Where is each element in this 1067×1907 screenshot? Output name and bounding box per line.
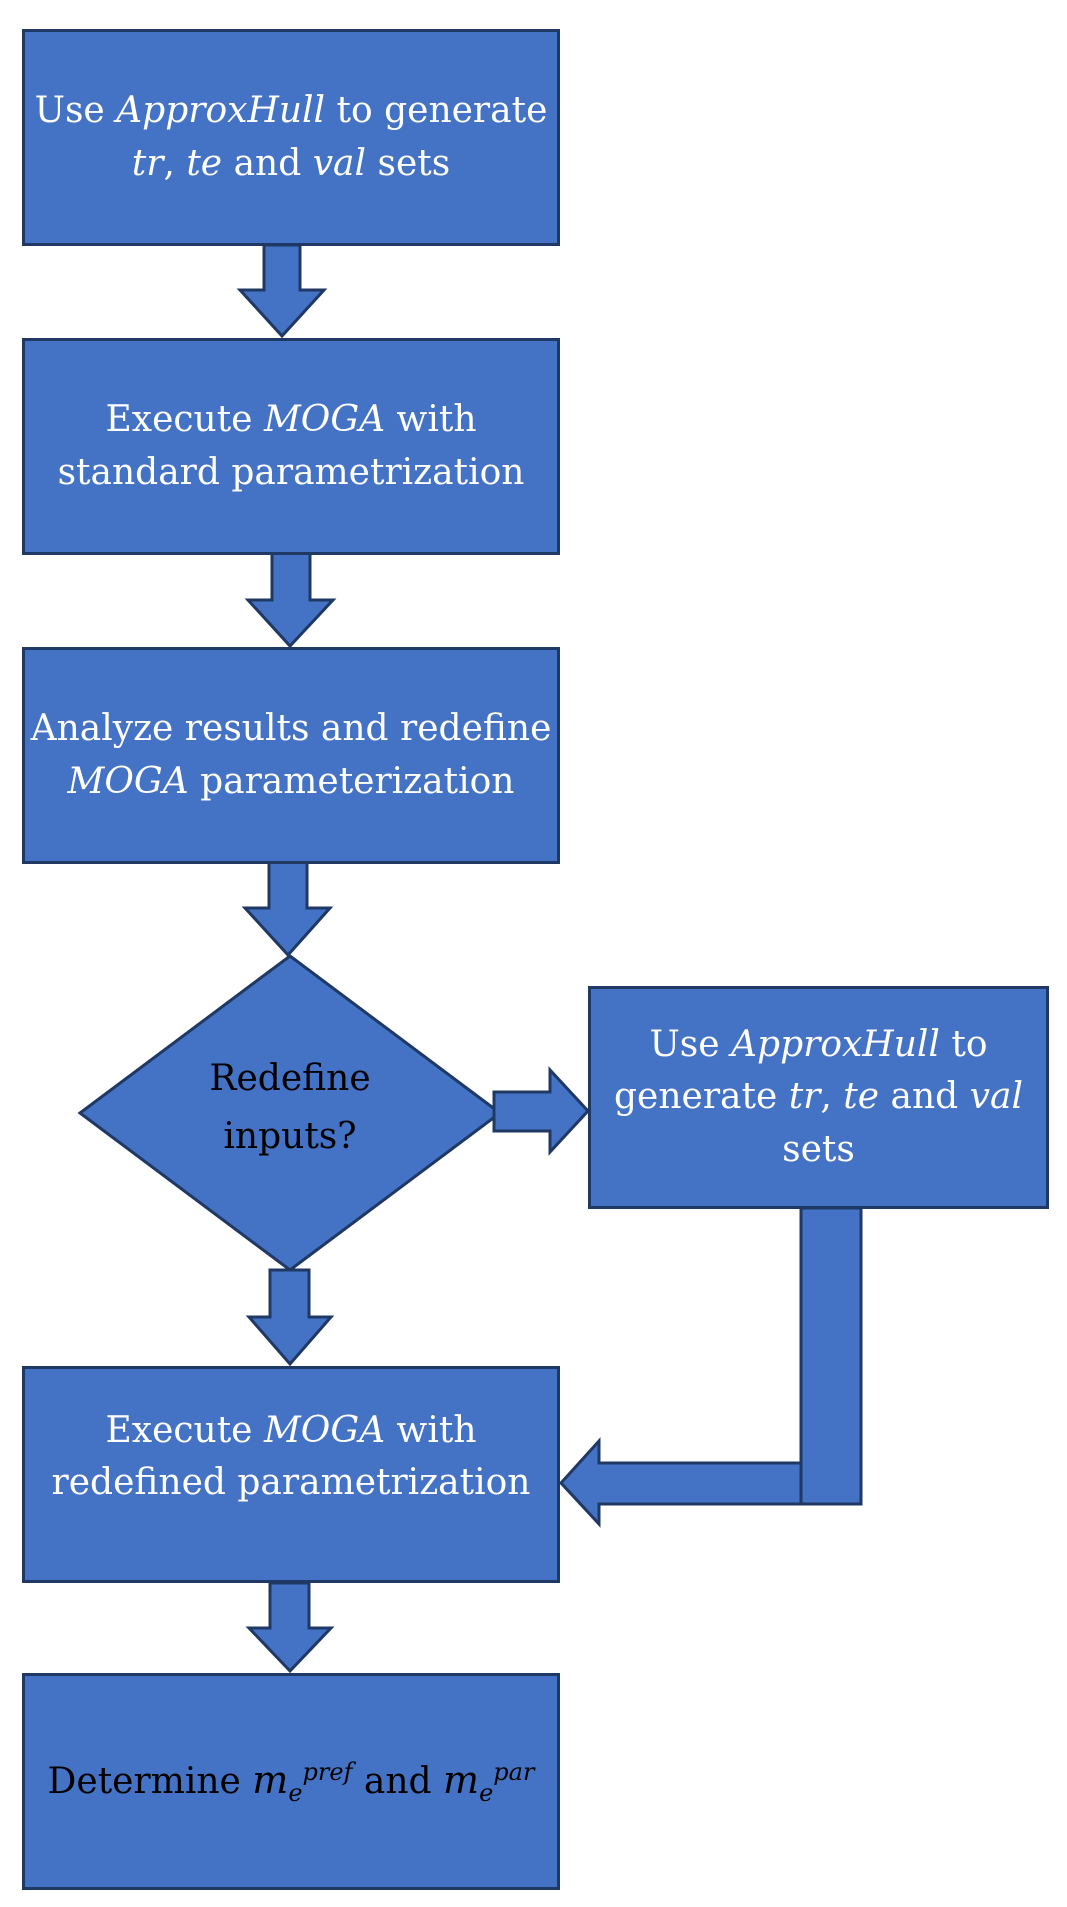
step1-val: val: [312, 142, 367, 184]
step2-line2: standard parametrization: [57, 451, 525, 493]
side-and: and: [879, 1076, 970, 1118]
side-gen: generate: [613, 1076, 789, 1118]
step5-suffix: with: [385, 1410, 477, 1451]
arrow-down-5: [245, 1581, 335, 1674]
step5-line2: redefined parametrization: [51, 1462, 531, 1504]
side-val: val: [969, 1076, 1023, 1118]
side-te: te: [843, 1076, 880, 1118]
step1-suffix: sets: [366, 142, 451, 184]
step6-m-pref-sub: e: [288, 1778, 303, 1807]
return-connector-vertical: [799, 1206, 863, 1506]
step2-tool: MOGA: [263, 399, 386, 441]
step-determine-models: Determine mepref and mepar: [22, 1673, 560, 1890]
side-mid: to: [939, 1024, 988, 1066]
step6-m-pref-sup: pref: [302, 1757, 353, 1786]
step3-line1: Analyze results and redefine: [30, 708, 552, 750]
step-analyze-results: Analyze results and redefine MOGA parame…: [22, 647, 560, 864]
side-comma: ,: [820, 1076, 844, 1118]
arrow-down-2: [244, 551, 337, 649]
decision-line2: inputs?: [223, 1115, 357, 1157]
arrow-left-return: [558, 1437, 803, 1528]
step1-tr: tr: [131, 142, 164, 184]
step-execute-moga-redefined: Execute MOGA with redefined parametrizat…: [22, 1366, 560, 1583]
step6-and: and: [363, 1760, 444, 1802]
step3-tool: MOGA: [67, 760, 189, 802]
step1-tool: ApproxHull: [116, 90, 326, 132]
step2-prefix: Execute: [105, 399, 264, 441]
decision-label: Redefine inputs?: [130, 1050, 450, 1165]
side-prefix: Use: [649, 1024, 732, 1066]
decision-line1: Redefine: [209, 1058, 371, 1099]
step6-m-par-sup: par: [493, 1757, 535, 1786]
side-line3: sets: [782, 1128, 855, 1170]
step6-m-par-sub: e: [479, 1778, 494, 1807]
step6-m-pref: m: [252, 1757, 289, 1802]
arrow-down-4: [245, 1268, 335, 1367]
step1-te: te: [186, 142, 223, 184]
step1-comma: ,: [163, 142, 187, 184]
step6-m-par: m: [443, 1757, 480, 1802]
arrow-down-1: [236, 243, 328, 339]
arrow-right-yes: [492, 1066, 591, 1156]
step1-prefix: Use: [34, 90, 117, 132]
step5-prefix: Execute: [105, 1410, 264, 1451]
step-regenerate-sets: Use ApproxHull to generate tr, te and va…: [588, 986, 1049, 1209]
step1-mid: to generate: [325, 90, 548, 132]
step1-and: and: [222, 142, 313, 184]
step6-prefix: Determine: [47, 1760, 253, 1802]
step3-suffix: parameterization: [188, 760, 515, 802]
step-execute-moga-standard: Execute MOGA with standard parametrizati…: [22, 338, 560, 555]
step-generate-sets: Use ApproxHull to generate tr, te and va…: [22, 29, 560, 246]
arrow-down-3: [241, 860, 334, 958]
step5-tool: MOGA: [263, 1410, 386, 1451]
side-tool: ApproxHull: [731, 1024, 940, 1066]
side-tr: tr: [788, 1076, 821, 1118]
step2-suffix: with: [385, 399, 477, 441]
